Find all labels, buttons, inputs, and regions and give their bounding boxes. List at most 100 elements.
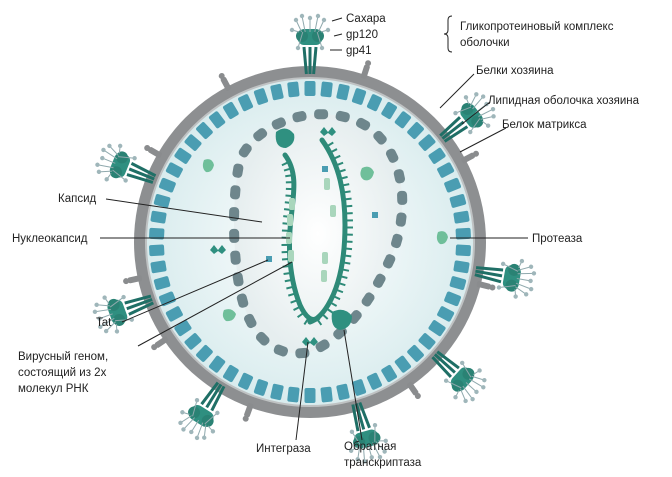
matrix-protein-block xyxy=(418,333,436,350)
matrix-protein-block xyxy=(253,88,269,105)
leader-capsid xyxy=(105,198,263,223)
nucleocapsid-block xyxy=(330,205,336,217)
enzymes xyxy=(202,127,448,346)
glycoprotein-spike xyxy=(474,258,537,299)
integrase-icon xyxy=(210,245,226,254)
matrix-protein-block xyxy=(453,260,470,274)
protease-icon xyxy=(436,231,448,245)
nucleocapsid-block xyxy=(287,214,293,226)
rna-base xyxy=(281,160,290,167)
matrix-protein-block xyxy=(223,365,239,383)
rna-base xyxy=(293,305,302,311)
rna-base xyxy=(286,285,295,290)
rna-base xyxy=(339,175,348,180)
rna-base xyxy=(290,299,299,304)
matrix-protein-block xyxy=(304,81,316,96)
matrix-protein-block xyxy=(336,383,350,401)
capsid-segment xyxy=(314,109,329,120)
label-host-proteins: Белки хозяина xyxy=(476,65,554,77)
capsid-segment xyxy=(253,128,268,142)
rna-base xyxy=(337,168,346,174)
rna-base xyxy=(342,190,351,194)
matrix-protein-block xyxy=(418,134,436,151)
host-protein xyxy=(461,150,479,164)
rna-base xyxy=(297,311,305,318)
capsid-segment xyxy=(238,143,252,158)
matrix-protein-block xyxy=(394,111,412,129)
matrix-protein-block xyxy=(407,345,424,362)
capsid-segment xyxy=(229,185,241,200)
matrix-protein-block xyxy=(153,194,171,208)
label-genome-1: Вирусный геном, xyxy=(18,351,108,363)
glycoprotein-spike xyxy=(92,294,154,334)
capsid-segment xyxy=(385,148,399,163)
matrix-protein-block xyxy=(153,276,171,290)
matrix-protein-block xyxy=(320,386,333,403)
capsid-segment xyxy=(390,233,403,249)
leader-host-lipid xyxy=(461,101,491,125)
integrase-icon xyxy=(320,127,336,136)
capsid-segment xyxy=(395,212,407,227)
matrix-protein-block xyxy=(238,94,254,112)
capsid-segment xyxy=(382,254,396,269)
label-genome-2: состоящий из 2х xyxy=(18,367,107,379)
label-capsid: Капсид xyxy=(58,193,96,205)
rna-base xyxy=(335,161,344,167)
labels: Сахара gp120 gp41 Гликопротеиновый компл… xyxy=(12,13,640,469)
label-host-lipid-envelope: Липидная оболочка хозяина xyxy=(488,95,640,107)
label-tat: Tat xyxy=(96,317,112,329)
rna-base xyxy=(288,292,297,297)
matrix-protein-block xyxy=(394,355,412,373)
matrix-protein-block xyxy=(366,372,382,390)
capsid-segment xyxy=(236,293,249,308)
matrix-protein-block xyxy=(449,194,467,208)
matrix-protein-block xyxy=(287,81,300,98)
rna-base xyxy=(315,317,323,326)
capsid-segment xyxy=(273,344,289,357)
host-protein xyxy=(476,281,496,291)
capsid-segment xyxy=(333,326,347,340)
matrix-protein-block xyxy=(158,177,176,193)
capsid-segment xyxy=(315,339,330,353)
matrix-protein-block xyxy=(270,383,284,401)
leader-tat xyxy=(121,259,269,323)
capsid-segment xyxy=(232,272,244,287)
reverse-transcriptase-icon xyxy=(331,309,352,330)
matrix-protein-block xyxy=(238,372,254,390)
protease-icon xyxy=(222,309,236,322)
matrix-protein-block xyxy=(165,306,183,322)
matrix-protein-block xyxy=(351,379,367,396)
matrix-protein-block xyxy=(366,94,382,112)
tat-protein xyxy=(266,256,272,262)
leader-sugars xyxy=(331,17,343,22)
capsid-segment xyxy=(229,207,240,222)
matrix-protein-block xyxy=(336,83,350,101)
matrix-protein-block xyxy=(253,379,269,396)
leader-matrix xyxy=(459,127,507,153)
label-glyco-complex-1: Гликопротеиновый комплекс xyxy=(460,21,614,33)
label-gp41: gp41 xyxy=(346,45,372,57)
capsid-segment xyxy=(232,163,244,178)
label-protease: Протеаза xyxy=(532,233,583,245)
matrix-protein-block xyxy=(149,244,165,257)
matrix-protein-block xyxy=(320,81,333,98)
rna-base xyxy=(321,312,329,320)
capsid-shell xyxy=(234,114,403,354)
nucleocapsid-block xyxy=(321,270,327,282)
label-gp120: gp120 xyxy=(346,29,378,41)
matrix-protein-block xyxy=(437,306,455,322)
rna-base xyxy=(343,197,352,201)
label-genome-3: молекул РНК xyxy=(18,383,89,395)
matrix-protein-block xyxy=(351,88,367,105)
matrix-protein-block xyxy=(444,177,462,193)
matrix-protein-block xyxy=(407,122,424,139)
matrix-protein-block xyxy=(381,101,397,119)
host-protein xyxy=(360,60,372,79)
matrix-protein-block xyxy=(453,210,470,224)
capsid-segment xyxy=(361,292,375,307)
rna-base xyxy=(284,278,293,283)
rna-strand-2 xyxy=(307,137,348,325)
matrix-protein-block xyxy=(428,147,446,164)
nucleocapsid-block xyxy=(324,178,330,190)
